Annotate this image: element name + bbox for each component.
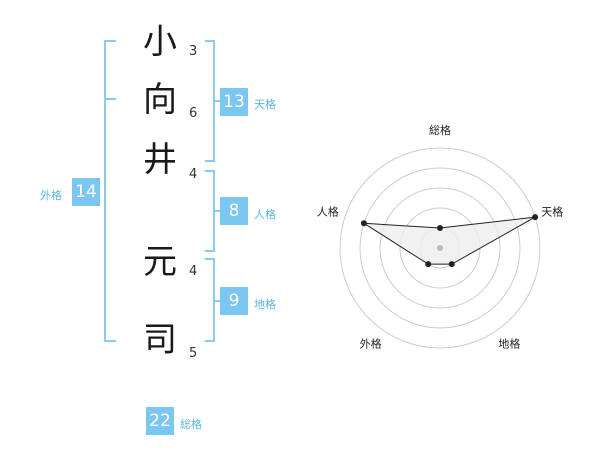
- tenkaku-value-badge: 13: [220, 88, 248, 116]
- soukaku-value-badge: 22: [146, 407, 174, 435]
- radar-point-1: [532, 214, 539, 221]
- chikaku-bracket: [205, 258, 215, 342]
- stroke-count-2: 6: [189, 106, 198, 121]
- radar-axis-label-2: 地格: [498, 336, 520, 350]
- jinkaku-connector: [215, 210, 221, 212]
- radar-polygon: [363, 216, 536, 265]
- radar-axis-label-1: 天格: [541, 205, 563, 219]
- stroke-count-3: 4: [189, 167, 198, 182]
- tenkaku-bracket: [205, 40, 215, 162]
- chikaku-connector: [215, 300, 221, 302]
- chikaku-label: 地格: [254, 298, 276, 311]
- chikaku-value-badge: 9: [220, 287, 248, 315]
- surname-char-3: 井: [143, 140, 177, 180]
- tenkaku-label: 天格: [254, 98, 276, 111]
- tenkaku-connector: [215, 100, 221, 102]
- given-char-1: 元: [143, 242, 177, 282]
- radar-point-2: [448, 261, 455, 268]
- jinkaku-value-badge: 8: [220, 197, 248, 225]
- surname-char-1: 小: [143, 22, 177, 62]
- gaikaku-label: 外格: [40, 189, 62, 202]
- jinkaku-bracket: [205, 170, 215, 252]
- radar-ring-5: [339, 147, 541, 349]
- jinkaku-label: 人格: [254, 208, 276, 221]
- stroke-count-4: 4: [189, 264, 198, 279]
- given-char-2: 司: [143, 320, 177, 360]
- radar-center-dot: [437, 245, 443, 251]
- radar-axis-label-0: 総格: [429, 123, 451, 137]
- soukaku-label: 総格: [180, 418, 202, 431]
- radar-ring-3: [379, 187, 501, 309]
- radar-axis-label-4: 人格: [317, 205, 339, 219]
- radar-point-4: [360, 220, 367, 227]
- radar-axis-label-3: 外格: [360, 336, 382, 350]
- gaikaku-value-badge: 14: [72, 178, 100, 206]
- radar-ring-4: [359, 167, 521, 329]
- surname-char-2: 向: [143, 80, 177, 120]
- radar-point-0: [437, 225, 443, 231]
- gaikaku-bracket: [104, 40, 116, 342]
- stroke-count-1: 3: [189, 44, 198, 59]
- stroke-count-5: 5: [189, 346, 198, 361]
- radar-point-3: [425, 261, 432, 268]
- gaikaku-bracket-tick: [104, 98, 116, 100]
